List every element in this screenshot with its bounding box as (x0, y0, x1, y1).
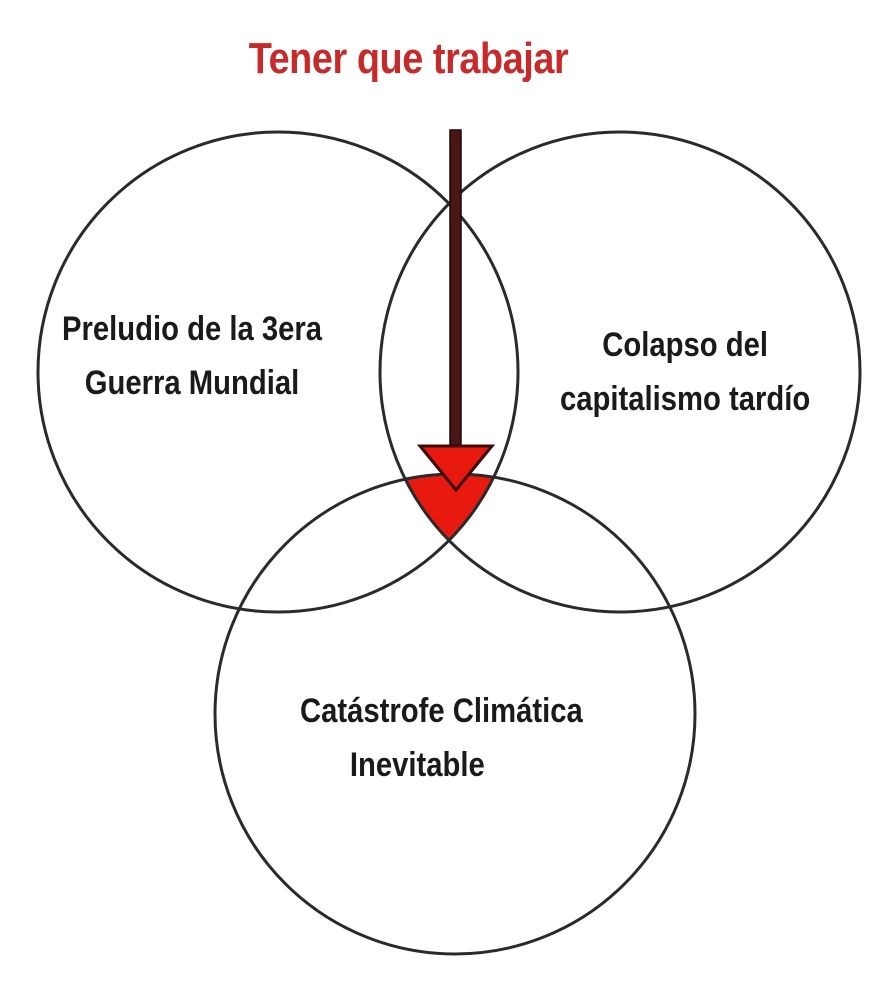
circle-right-label-line1: Colapso del (602, 326, 768, 364)
circle-right-label: Colapso del capitalismo tardío (560, 318, 810, 426)
circle-left-label-line1: Preludio de la 3era (62, 310, 323, 348)
circle-right (378, 130, 862, 614)
circle-left-label-line2: Guerra Mundial (84, 364, 300, 402)
arrow-head (416, 444, 496, 493)
arrow-shaft (449, 129, 462, 461)
circle-right-label-line2: capitalismo tardío (560, 380, 811, 418)
circle-bottom-label: Catástrofe Climática Inevitable (300, 684, 583, 792)
circle-bottom-label-line2: Inevitable (349, 746, 485, 784)
circle-left-label: Preludio de la 3era Guerra Mundial (62, 302, 322, 410)
diagram-title: Tener que trabajar (248, 34, 569, 83)
circle-left (36, 130, 520, 614)
circle-bottom-label-line1: Catástrofe Climática (300, 692, 583, 730)
